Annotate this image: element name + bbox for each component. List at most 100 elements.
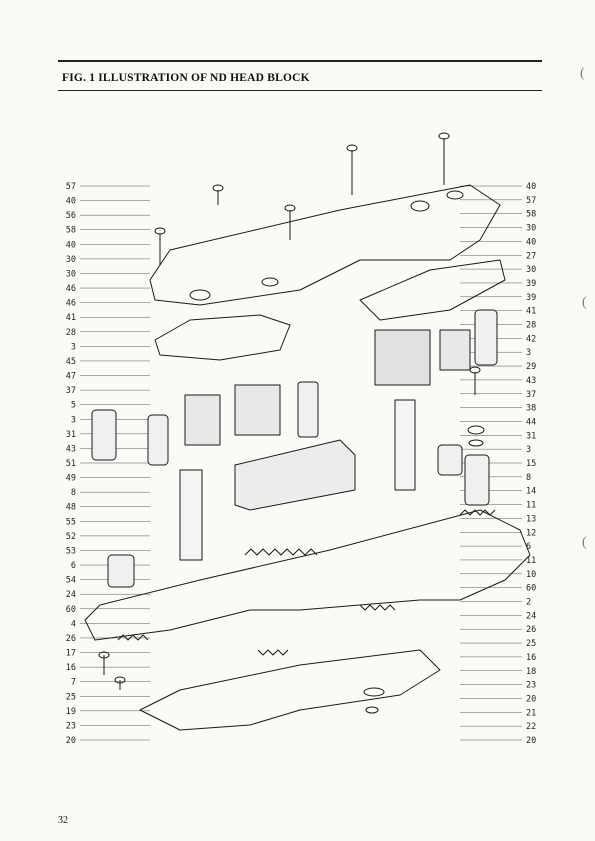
right-label-10: 10 [526, 570, 536, 580]
washer [364, 688, 384, 696]
left-label-51: 51 [66, 459, 76, 469]
binding-mark: ( [580, 66, 585, 82]
left-label-60: 60 [66, 605, 76, 615]
right-label-27: 27 [526, 251, 536, 261]
spring-center [245, 549, 317, 555]
right-label-20: 20 [526, 694, 536, 704]
right-label-57: 57 [526, 196, 536, 206]
binding-mark: ( [582, 295, 587, 311]
left-label-30: 30 [66, 255, 76, 265]
screws [99, 133, 480, 690]
binding-mark: ( [582, 535, 587, 551]
hex-post-left [180, 470, 202, 560]
right-label-58: 58 [526, 210, 536, 220]
left-label-49: 49 [66, 474, 76, 484]
right-label-40: 40 [526, 182, 536, 192]
left-label-25: 25 [66, 692, 76, 702]
right-label-42: 42 [526, 334, 536, 344]
right-label-26: 26 [526, 625, 536, 635]
left-label-48: 48 [66, 503, 76, 513]
right-label-3: 3 [526, 348, 531, 358]
head-circuit-board [235, 440, 355, 510]
pinch-roller-mid [148, 415, 168, 465]
right-label-16: 16 [526, 653, 536, 663]
right-label-60: 60 [526, 584, 536, 594]
left-label-40: 40 [66, 240, 76, 250]
upper-bracket [155, 315, 290, 360]
left-label-4: 4 [71, 619, 76, 629]
left-label-24: 24 [66, 590, 76, 600]
right-label-44: 44 [526, 417, 536, 427]
solenoid-block [375, 330, 430, 385]
top-plate [150, 185, 500, 305]
post-right [475, 310, 497, 365]
right-label-40: 40 [526, 237, 536, 247]
spring-lower-left [118, 635, 148, 640]
right-label-22: 22 [526, 722, 536, 732]
left-label-57: 57 [66, 182, 76, 192]
left-label-46: 46 [66, 284, 76, 294]
bushing-left [108, 555, 134, 587]
left-label-26: 26 [66, 634, 76, 644]
right-label-41: 41 [526, 307, 536, 317]
left-label-5: 5 [71, 401, 76, 411]
right-label-24: 24 [526, 611, 536, 621]
washer [366, 707, 378, 713]
left-label-7: 7 [71, 678, 76, 688]
right-label-39: 39 [526, 293, 536, 303]
left-label-8: 8 [71, 488, 76, 498]
spring-lower-right [360, 605, 395, 610]
bottom-lever-plate [140, 650, 440, 730]
right-label-11: 11 [526, 501, 536, 511]
right-label-30: 30 [526, 224, 536, 234]
left-label-37: 37 [66, 386, 76, 396]
right-label-8: 8 [526, 473, 531, 483]
page-number: 32 [58, 815, 68, 826]
left-label-45: 45 [66, 357, 76, 367]
right-label-12: 12 [526, 528, 536, 538]
left-label-3: 3 [71, 342, 76, 352]
left-label-3: 3 [71, 415, 76, 425]
left-label-56: 56 [66, 211, 76, 221]
left-label-58: 58 [66, 226, 76, 236]
left-part-labels: 5740565840303046464128345473753314351498… [66, 182, 76, 746]
left-label-43: 43 [66, 444, 76, 454]
left-label-54: 54 [66, 576, 76, 586]
title-underline [58, 90, 542, 91]
left-label-40: 40 [66, 197, 76, 207]
right-label-29: 29 [526, 362, 536, 372]
right-label-13: 13 [526, 514, 536, 524]
roller-right [465, 455, 489, 505]
right-label-3: 3 [526, 445, 531, 455]
left-label-19: 19 [66, 707, 76, 717]
right-label-14: 14 [526, 487, 536, 497]
left-label-46: 46 [66, 299, 76, 309]
left-label-17: 17 [66, 649, 76, 659]
figure-title: FIG. 1 ILLUSTRATION OF ND HEAD BLOCK [62, 72, 310, 84]
pinch-roller-left [92, 410, 116, 460]
left-label-16: 16 [66, 663, 76, 673]
head-housing-left [185, 395, 220, 445]
left-label-31: 31 [66, 430, 76, 440]
post-center [298, 382, 318, 437]
right-part-labels: 4057583040273039394128423294337384431315… [526, 182, 536, 746]
left-label-53: 53 [66, 546, 76, 556]
hex-post-right [395, 400, 415, 490]
right-label-21: 21 [526, 708, 536, 718]
washer [469, 440, 483, 446]
right-label-31: 31 [526, 431, 536, 441]
right-label-30: 30 [526, 265, 536, 275]
left-label-23: 23 [66, 721, 76, 731]
left-label-47: 47 [66, 372, 76, 382]
spring-lower-mid [258, 650, 288, 655]
right-label-23: 23 [526, 681, 536, 691]
right-label-28: 28 [526, 321, 536, 331]
left-label-28: 28 [66, 328, 76, 338]
left-label-30: 30 [66, 269, 76, 279]
right-label-2: 2 [526, 598, 531, 608]
left-label-41: 41 [66, 313, 76, 323]
right-label-38: 38 [526, 404, 536, 414]
right-label-25: 25 [526, 639, 536, 649]
right-label-43: 43 [526, 376, 536, 386]
right-label-37: 37 [526, 390, 536, 400]
